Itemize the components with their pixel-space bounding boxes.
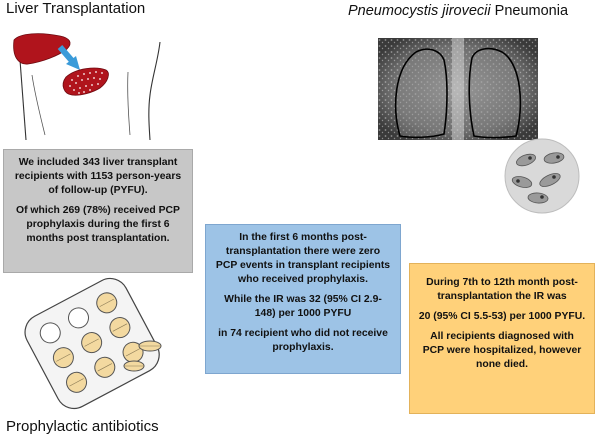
pcp-title: Pneumocystis jirovecii Pneumonia <box>348 3 568 19</box>
first-six-months-text-3: in 74 recipient who did not receive prop… <box>218 328 388 353</box>
prophylactic-antibiotics-title: Prophylactic antibiotics <box>6 418 159 435</box>
first-six-months-text-2: While the IR was 32 (95% CI 2.9-148) per… <box>224 294 382 319</box>
transplanted-liver-icon <box>62 67 109 96</box>
loose-pills-icon <box>123 340 162 372</box>
first-six-months-text-1: In the first 6 months post-transplantati… <box>215 232 391 285</box>
pill-blister-pack-icon <box>24 277 162 410</box>
pcp-title-rest: Pneumonia <box>490 3 569 19</box>
later-period-text-2: 20 (95% CI 5.5-53) per 1000 PYFU. <box>418 311 586 322</box>
cohort-summary-box: We included 343 liver transplant recipie… <box>3 149 193 273</box>
pneumocystis-microscope-icon <box>504 138 580 214</box>
later-period-text-1: During 7th to 12th month post-transplant… <box>426 277 578 302</box>
seven-to-twelve-months-box: During 7th to 12th month post-transplant… <box>409 263 595 414</box>
cohort-summary-text-2: Of which 269 (78%) received PCP prophyla… <box>15 205 180 244</box>
cohort-summary-text-1: We included 343 liver transplant recipie… <box>14 157 182 196</box>
pcp-title-italic: Pneumocystis jirovecii <box>348 3 491 19</box>
chest-xray-image <box>378 38 538 140</box>
first-six-months-box: In the first 6 months post-transplantati… <box>205 224 401 374</box>
liver-icon <box>13 33 71 65</box>
blue-arrow-icon <box>57 45 80 70</box>
liver-transplantation-title: Liver Transplantation <box>6 0 146 17</box>
later-period-text-3: All recipients diagnosed with PCP were h… <box>422 331 582 370</box>
